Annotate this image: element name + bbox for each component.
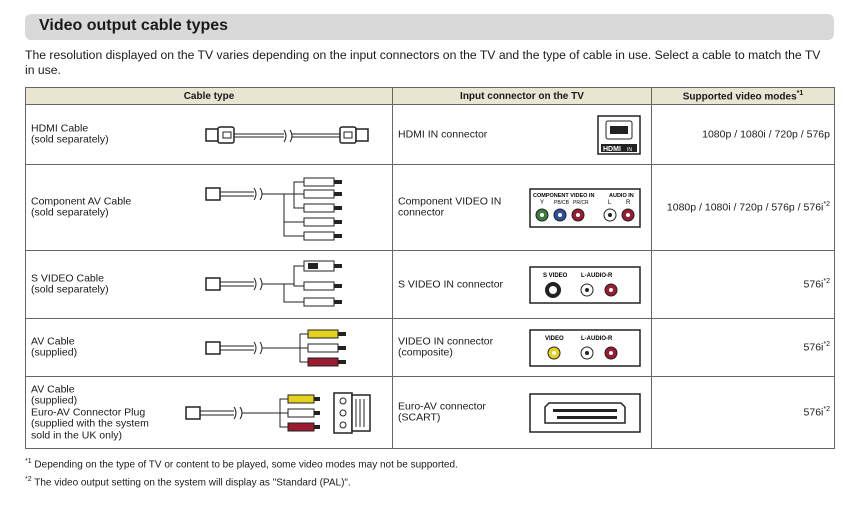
modes-cell: 576i*2 xyxy=(651,250,835,319)
footnote: *1 Depending on the type of TV or conten… xyxy=(25,458,458,471)
svg-text:L-AUDIO-R: L-AUDIO-R xyxy=(581,273,613,279)
scart-port-icon xyxy=(529,392,641,433)
svg-text:AUDIO IN: AUDIO IN xyxy=(609,193,634,199)
table-header-row: Cable type Input connector on the TV Sup… xyxy=(25,87,835,105)
svg-text:L-AUDIO-R: L-AUDIO-R xyxy=(581,336,613,342)
svg-text:PR/CR: PR/CR xyxy=(573,200,589,206)
cable-cell: HDMI Cable (sold separately) xyxy=(25,104,393,165)
cable-cell: AV Cable (supplied) Euro-AV Connector Pl… xyxy=(25,376,393,449)
av-cable-icon xyxy=(205,329,346,366)
svg-text:VIDEO: VIDEO xyxy=(545,336,564,342)
connector-name: S VIDEO IN connector xyxy=(398,277,504,290)
connector-name: VIDEO IN connector xyxy=(398,335,494,347)
cable-name: HDMI Cable xyxy=(31,122,89,134)
section-title-bar: Video output cable types xyxy=(25,14,834,40)
table-row: Component AV Cable (sold separately) xyxy=(25,164,835,251)
connector-cell: VIDEO IN connector (composite) VIDEO L-A… xyxy=(392,318,652,377)
hdmi-cable-icon xyxy=(205,125,369,144)
modes-cell: 1080p / 1080i / 720p / 576p / 576i*2 xyxy=(651,164,835,251)
svg-text:COMPONENT VIDEO IN: COMPONENT VIDEO IN xyxy=(533,193,594,199)
connector-name: HDMI IN connector xyxy=(398,127,488,140)
header-video-modes: Supported video modes*1 xyxy=(651,87,835,105)
connector-cell: Component VIDEO IN connector COMPONENT V… xyxy=(392,164,652,251)
modes-cell: 576i*2 xyxy=(651,376,835,449)
cable-types-table: Cable type Input connector on the TV Sup… xyxy=(25,87,835,449)
cable-note: (sold separately) xyxy=(31,283,109,296)
cable-cell: Component AV Cable (sold separately) xyxy=(25,164,393,251)
svg-text:IN: IN xyxy=(627,147,632,153)
section-title: Video output cable types xyxy=(39,17,229,34)
table-row: AV Cable (supplied) Euro-AV Connector Pl… xyxy=(25,376,835,449)
header-note: *1 xyxy=(796,89,804,97)
cable-name: Component AV Cable xyxy=(31,195,132,207)
table-row: AV Cable (supplied) VIDEO IN connector xyxy=(25,318,835,377)
cable-name: AV Cable xyxy=(31,382,75,395)
table-row: S VIDEO Cable (sold separately) S VIDEO … xyxy=(25,250,835,319)
cable-note: (sold separately) xyxy=(31,206,109,219)
cable-cell: S VIDEO Cable (sold separately) xyxy=(25,250,393,319)
svg-text:R: R xyxy=(626,200,631,206)
connector-cell: S VIDEO IN connector S VIDEO L-AUDIO-R xyxy=(392,250,652,319)
intro-paragraph: The resolution displayed on the TV varie… xyxy=(25,48,821,77)
connector-cell: Euro-AV connector (SCART) xyxy=(392,376,652,449)
modes-cell: 1080p / 1080i / 720p / 576p xyxy=(651,104,835,165)
svg-text:S VIDEO: S VIDEO xyxy=(543,273,568,279)
svg-text:PB/CB: PB/CB xyxy=(554,200,570,206)
component-port-icon: COMPONENT VIDEO IN AUDIO IN Y PB/CB PR/C… xyxy=(529,187,641,228)
svg-text:HDMI: HDMI xyxy=(603,146,621,153)
s-video-cable-icon xyxy=(205,260,342,306)
euro-av-cable-icon xyxy=(185,391,371,434)
cable-note: (sold separately) xyxy=(31,133,109,146)
hdmi-port-icon: HDMI IN xyxy=(597,114,641,155)
cable-cell: AV Cable (supplied) xyxy=(25,318,393,377)
connector-name: Euro-AV connector xyxy=(398,400,486,412)
video-port-icon: VIDEO L-AUDIO-R xyxy=(529,328,641,367)
table-row: HDMI Cable (sold separately) HDMI IN con… xyxy=(25,104,835,165)
cable-name: S VIDEO Cable xyxy=(31,272,104,284)
connector-cell: HDMI IN connector HDMI IN xyxy=(392,104,652,165)
svg-text:L: L xyxy=(608,200,612,206)
s-video-port-icon: S VIDEO L-AUDIO-R xyxy=(529,265,641,304)
footnote: *2 The video output setting on the syste… xyxy=(25,476,351,489)
modes-cell: 576i*2 xyxy=(651,318,835,377)
header-cable-type: Cable type xyxy=(25,87,393,105)
cable-note: (supplied) xyxy=(31,346,78,359)
header-input-connector: Input connector on the TV xyxy=(392,87,652,105)
cable-name: AV Cable xyxy=(31,335,75,347)
svg-text:Y: Y xyxy=(540,200,544,206)
connector-name: Component VIDEO IN xyxy=(398,195,502,207)
component-av-cable-icon xyxy=(205,177,342,240)
